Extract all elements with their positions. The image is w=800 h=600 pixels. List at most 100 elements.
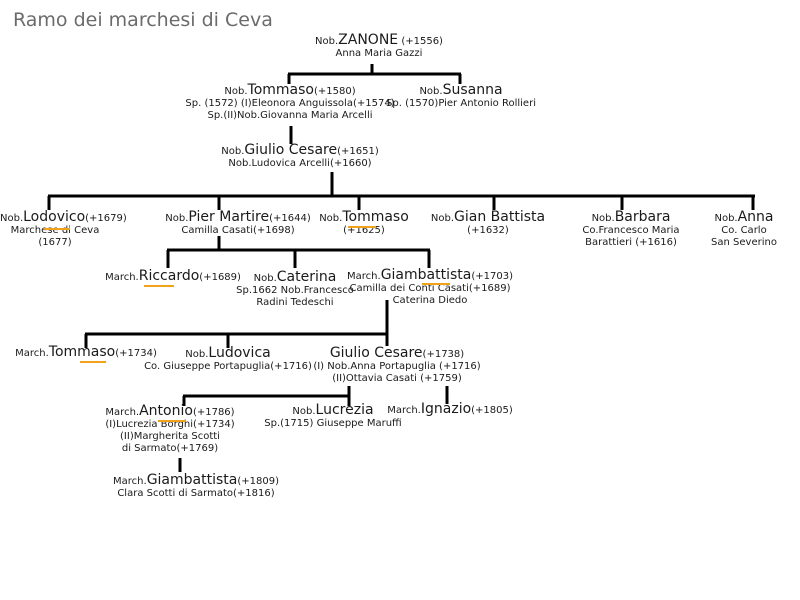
person-info-line: (+1632) [467, 225, 509, 236]
person-gian-battista: Nob.Gian Battista (+1632) [420, 209, 556, 237]
person-title: Nob. [315, 36, 339, 47]
highlight-underline [44, 228, 70, 230]
person-info-line: Barattieri (+1616) [585, 237, 677, 248]
person-dates: (+1738) [422, 349, 465, 360]
person-name: Pier Martire [188, 209, 270, 225]
person-title: March. [347, 271, 381, 282]
person-pier-martire: Nob.Pier Martire(+1644) Camilla Casati(+… [160, 209, 316, 237]
person-zanone: Nob.ZANONE (+1556) Anna Maria Gazzi [308, 32, 450, 60]
person-info-line: Nob.Ludovica Arcelli(+1660) [228, 158, 372, 169]
person-info-line: Sp.(1715) Giuseppe Maruffi [264, 418, 402, 429]
person-info-line: di Sarmato(+1769) [121, 443, 219, 454]
person-dates: (+1734) [115, 348, 157, 359]
person-info-line: Caterina Diedo [392, 295, 468, 306]
person-dates: (+1809) [237, 476, 279, 487]
person-giambattista-1703: March.Giambattista(+1703) Camilla dei Co… [338, 267, 522, 307]
person-info-line: Co. Giuseppe Portapuglia(+1716) [144, 361, 312, 372]
person-title: Nob. [185, 349, 209, 360]
person-tommaso-1625: Nob.Tommaso (+1625) [308, 209, 420, 237]
person-dates: (+1644) [269, 213, 311, 224]
person-dates: (+1580) [313, 86, 356, 97]
person-name: Ludovica [208, 345, 271, 361]
highlight-underline [144, 285, 174, 287]
person-title: March. [105, 407, 140, 418]
person-title: Nob. [165, 213, 189, 224]
person-name: Giulio Cesare [244, 142, 338, 158]
person-name: Antonio [139, 403, 193, 419]
person-info-line: Marchese di Ceva [10, 225, 100, 236]
person-info-line: Radini Tedeschi [256, 297, 334, 308]
person-info-line: Sp.1662 Nob.Francesco [236, 285, 354, 296]
highlight-underline [80, 361, 106, 363]
person-name: Susanna [442, 82, 503, 98]
person-info-line: (II)Ottavia Casati (+1759) [332, 373, 462, 384]
person-title: March. [15, 348, 49, 359]
person-title: March. [105, 272, 139, 283]
highlight-underline [158, 420, 186, 422]
page-title: Ramo dei marchesi di Ceva [13, 9, 273, 31]
person-name: Giambattista [146, 472, 238, 488]
person-name: Caterina [276, 269, 337, 285]
person-ignazio: March.Ignazio(+1805) [380, 402, 520, 417]
person-dates: (+1805) [471, 405, 513, 416]
person-info-line: (1677) [38, 237, 72, 248]
highlight-underline [348, 226, 376, 228]
person-info-line: San Severino [711, 237, 777, 248]
person-dates: (+1679) [85, 213, 127, 224]
person-name: Giambattista [380, 267, 472, 283]
person-name: Tommaso [48, 344, 116, 360]
person-info-line: (I) Nob.Anna Portapuglia (+1716) [313, 361, 481, 372]
person-susanna: Nob.Susanna Sp. (1570)Pier Antonio Rolli… [386, 82, 536, 110]
person-dates: (+1689) [199, 272, 241, 283]
person-dates: (+1651) [337, 146, 379, 157]
person-info-line: Sp.(II)Nob.Giovanna Maria Arcelli [207, 110, 373, 121]
person-barbara: Nob.Barbara Co.Francesco Maria Barattier… [566, 209, 696, 249]
person-giulio-cesare-1651: Nob.Giulio Cesare(+1651) Nob.Ludovica Ar… [212, 142, 388, 170]
person-anna: Nob.Anna Co. Carlo San Severino [700, 209, 788, 249]
person-giulio-cesare-1738: Giulio Cesare(+1738) (I) Nob.Anna Portap… [310, 345, 484, 385]
person-title: Nob. [253, 273, 277, 284]
person-info-line: Camilla Casati(+1698) [181, 225, 295, 236]
person-tommaso-1734: March.Tommaso(+1734) [6, 344, 166, 360]
person-name: Tommaso [247, 82, 314, 98]
person-name: Anna [737, 209, 774, 225]
person-title: Nob. [224, 86, 248, 97]
person-name: Giulio Cesare [329, 345, 423, 361]
person-caterina: Nob.Caterina Sp.1662 Nob.Francesco Radin… [230, 269, 360, 309]
person-info-line: Anna Maria Gazzi [335, 48, 423, 59]
person-title: Nob. [430, 213, 455, 224]
person-lodovico: Nob.Lodovico(+1679) Marchese di Ceva (16… [0, 209, 127, 249]
person-title: Nob. [221, 146, 245, 157]
person-title: Nob. [319, 213, 343, 224]
person-title: Nob. [419, 86, 443, 97]
person-ludovica: Nob.Ludovica Co. Giuseppe Portapuglia(+1… [138, 345, 318, 373]
person-title: March. [113, 476, 147, 487]
person-name: Tommaso [342, 209, 409, 225]
person-giambattista-1809: March.Giambattista(+1809) Clara Scotti d… [98, 472, 294, 500]
person-tommaso-1580: Nob.Tommaso(+1580) Sp. (1572) (I)Eleonor… [168, 82, 412, 122]
person-name: Riccardo [138, 268, 200, 284]
highlight-underline [422, 283, 450, 285]
person-title: Nob. [591, 213, 615, 224]
person-name: Lucrezia [315, 402, 374, 418]
person-name: Lodovico [23, 209, 86, 225]
person-dates: (+1556) [401, 36, 443, 47]
person-info-line: Co. Carlo [721, 225, 767, 236]
person-dates: (+1786) [192, 407, 235, 418]
person-info-line: (+1625) [343, 225, 385, 236]
person-name: Gian Battista [454, 209, 546, 225]
person-title: March. [387, 405, 421, 416]
person-info-line: (II)Margherita Scotti [120, 431, 220, 442]
person-info-line: Co.Francesco Maria [582, 225, 680, 236]
person-name: Barbara [614, 209, 671, 225]
person-info-line: Sp. (1572) (I)Eleonora Anguissola(+1574) [185, 98, 395, 109]
person-title: Nob. [0, 213, 24, 224]
person-dates: (+1703) [471, 271, 513, 282]
person-info-line: (I)Lucrezia Borghi(+1734) [105, 419, 235, 430]
person-lucrezia: Nob.Lucrezia Sp.(1715) Giuseppe Maruffi [256, 402, 410, 430]
person-name: ZANONE [338, 32, 399, 48]
person-info-line: Sp. (1570)Pier Antonio Rollieri [386, 98, 536, 109]
person-info-line: Clara Scotti di Sarmato(+1816) [117, 488, 275, 499]
person-title: Nob. [292, 406, 316, 417]
